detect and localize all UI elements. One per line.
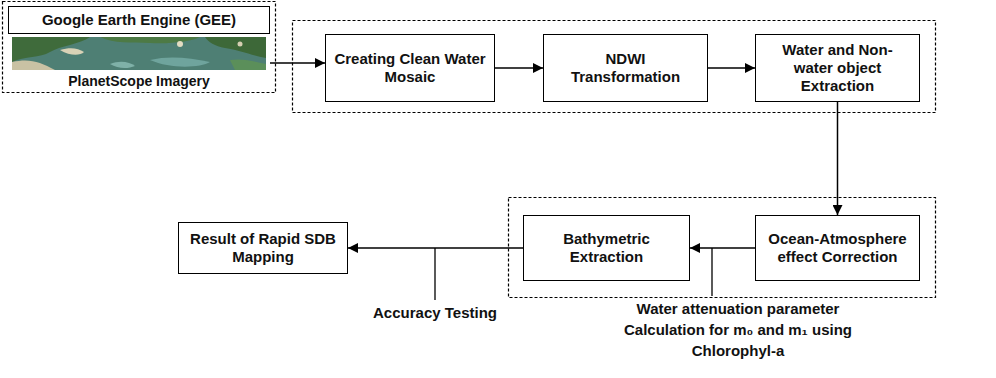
flow-arrow [837,102,839,215]
group-outline [509,198,936,298]
flow-arrow [348,247,523,249]
annotation-label: Accuracy Testing [360,302,510,323]
box-text: Result of Rapid SDB Mapping [187,230,339,266]
process-box: Google Earth Engine (GEE) [8,6,270,34]
process-box: Water and Non-water object Extraction [755,34,920,102]
flow-arrow [708,67,755,69]
flow-arrow [690,247,755,249]
leader-line [434,248,435,300]
satellite-image [12,37,266,70]
process-box: Ocean-Atmosphere effect Correction [755,215,920,281]
process-box: Bathymetric Extraction [523,215,690,281]
box-text: Creating Clean Water Mosaic [334,50,486,86]
group-outline [293,21,936,113]
box-text: Google Earth Engine (GEE) [42,11,236,29]
process-box: Creating Clean Water Mosaic [325,34,495,102]
flow-arrow [495,67,543,69]
box-text: NDWI Transformation [552,50,699,86]
leader-line [711,248,712,296]
process-box: NDWI Transformation [543,34,708,102]
image-caption: PlanetScope Imagery [68,73,210,89]
group-outline [3,2,276,93]
box-text: Water and Non-water object Extraction [764,41,911,95]
box-text: Ocean-Atmosphere effect Correction [764,230,911,266]
image-frame: PlanetScope Imagery [8,35,270,91]
box-text: Bathymetric Extraction [532,230,681,266]
process-box: Result of Rapid SDB Mapping [178,222,348,274]
annotation-label: Water attenuation parameter Calculation … [598,298,878,361]
flow-arrow [270,62,325,64]
